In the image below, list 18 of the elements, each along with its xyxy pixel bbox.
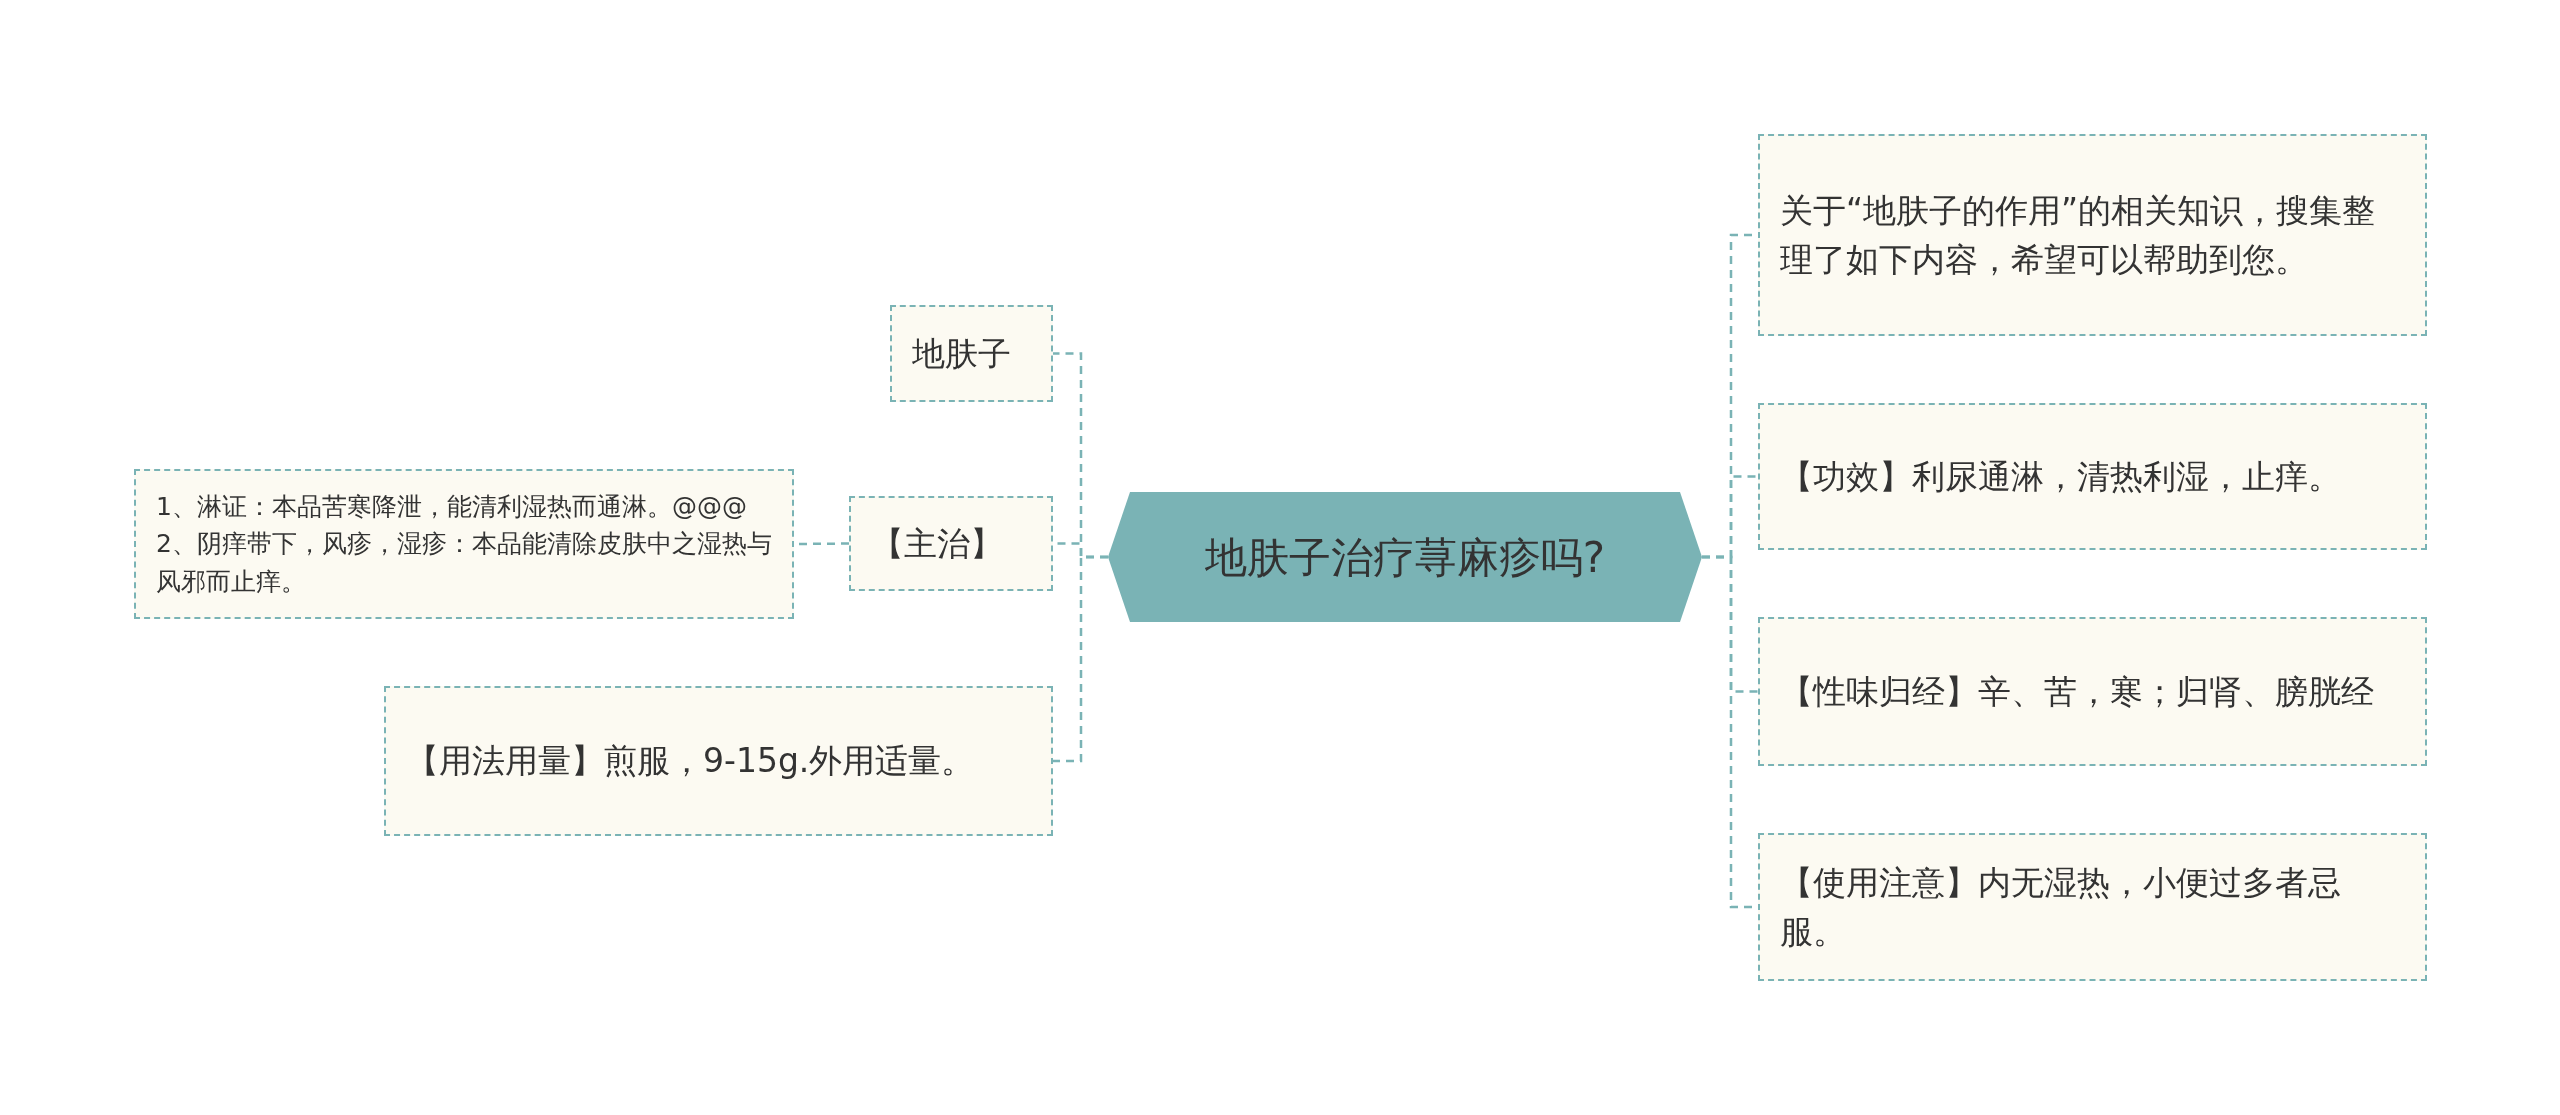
topic-text: 【功效】利尿通淋，清热利湿，止痒。: [1780, 456, 2341, 496]
central-topic-text: 地肤子治疗荨麻疹吗?: [1204, 531, 1606, 584]
topic-text: 【性味归经】辛、苦，寒；归肾、膀胱经: [1780, 671, 2374, 711]
topic-text: 【主治】: [871, 523, 1003, 563]
topic-box: [890, 305, 1053, 402]
topic-box: [1758, 617, 2427, 766]
topic-box: [1758, 833, 2427, 981]
connector-line: [1053, 555, 1108, 763]
topic-box: [1758, 134, 2427, 336]
topic-text: 地肤子: [912, 333, 1011, 373]
topic-text: 1、淋证：本品苦寒降泄，能清利湿热而通淋。@@@2、阴痒带下，风疹，湿疹：本品能清除皮肤中之湿热与风邪而止痒。: [156, 491, 772, 596]
topic-text: 【使用注意】内无湿热，小便过多者忌服。: [1780, 862, 2341, 951]
topic-box: [134, 469, 794, 619]
topic-box: [849, 496, 1053, 591]
topic-box: [384, 686, 1053, 836]
topic-box: [1758, 403, 2427, 550]
topic-text: 关于“地肤子的作用”的相关知识，搜集整理了如下内容，希望可以帮助到您。: [1780, 190, 2376, 279]
topic-text: 【用法用量】煎服，9-15g.外用适量。: [406, 741, 975, 781]
